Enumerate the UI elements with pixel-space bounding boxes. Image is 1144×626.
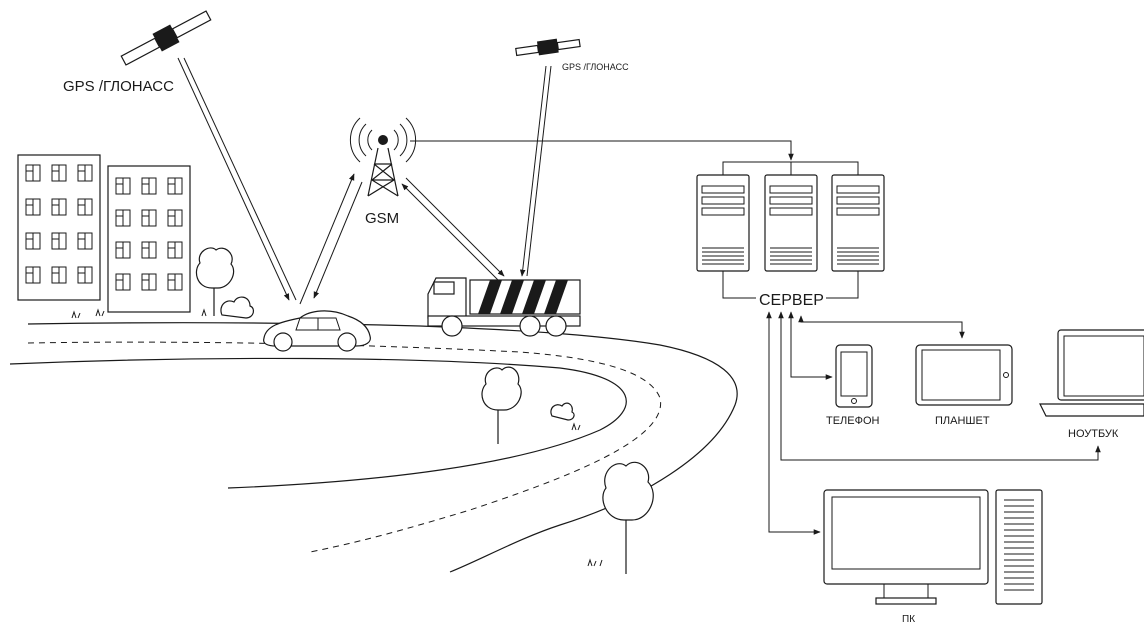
tablet-device (915, 344, 1013, 406)
bush-1 (220, 296, 255, 319)
car (263, 310, 371, 352)
tree-3 (602, 461, 654, 574)
server-unit-1 (696, 174, 750, 272)
pc-device (823, 489, 1043, 605)
server-unit-2 (764, 174, 818, 272)
pc-label: ПК (902, 614, 915, 625)
tree-1 (195, 247, 235, 316)
connections (177, 57, 1101, 535)
server-label: СЕРВЕР (759, 292, 824, 309)
road (9, 322, 738, 573)
satellite-left (120, 10, 212, 66)
servers (696, 161, 885, 299)
phone-label: ТЕЛЕФОН (826, 415, 880, 427)
truck (427, 277, 581, 337)
tree-2 (481, 366, 522, 444)
laptop-label: НОУТБУК (1068, 428, 1119, 440)
laptop-device (1039, 329, 1144, 417)
gsm-label: GSM (365, 210, 399, 227)
building-right-windows (115, 177, 183, 291)
gsm-tower (349, 117, 417, 197)
satellite-right (515, 38, 581, 57)
tablet-label: ПЛАНШЕТ (935, 415, 990, 427)
bush-2 (550, 402, 575, 421)
building-left-windows (25, 164, 93, 284)
server-unit-3 (831, 174, 885, 272)
gps-label-right: GPS /ГЛОНАСС (562, 62, 629, 72)
grass (71, 308, 603, 567)
phone-device (835, 344, 873, 408)
gps-label-left: GPS /ГЛОНАСС (63, 78, 174, 95)
